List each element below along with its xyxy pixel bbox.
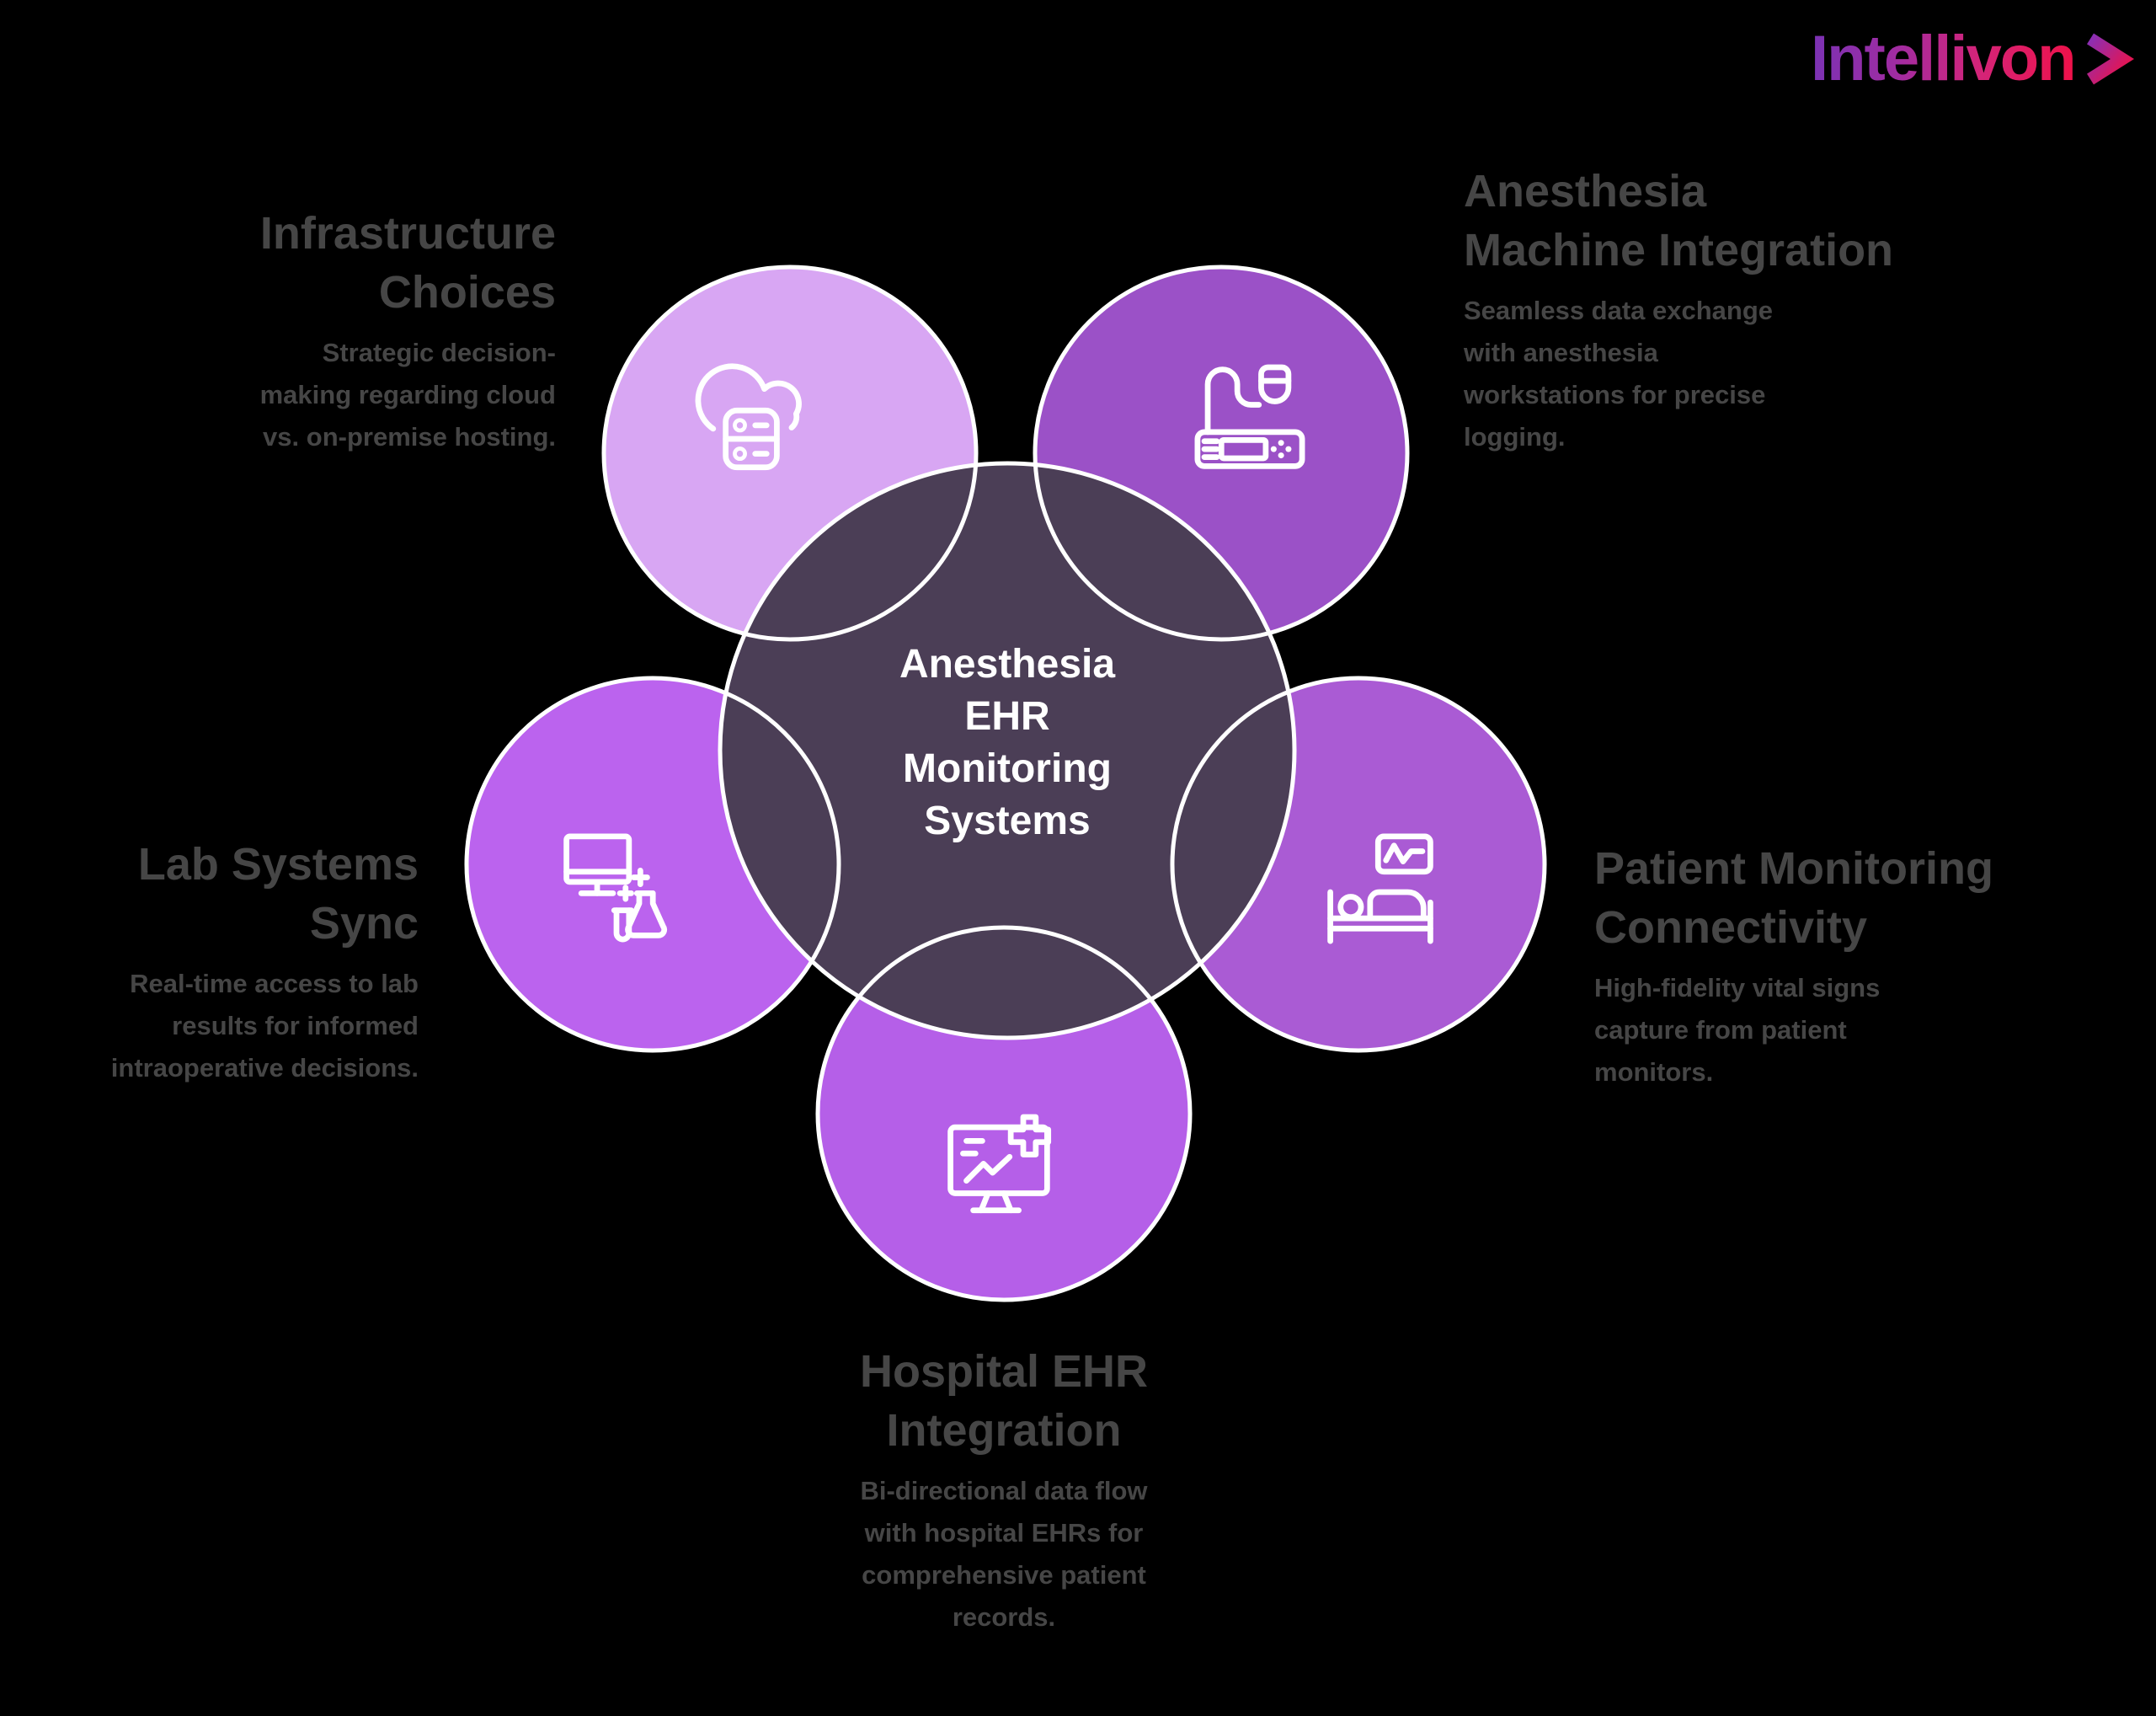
body-line: logging. [1464,422,1566,452]
body-line: Seamless data exchange [1464,296,1774,325]
node-title: Patient Monitoring Connectivity [1594,839,2116,957]
node-text-lab-systems-sync: Lab Systems Sync Real-time access to lab… [0,835,419,1089]
title-line: Anesthesia [1464,166,1707,217]
node-title: Lab Systems Sync [0,835,419,953]
title-line: Machine Integration [1464,225,1894,275]
body-line: with anesthesia [1464,338,1658,367]
body-line: Strategic decision- [322,338,556,367]
node-description: Strategic decision- making regarding clo… [0,332,556,458]
body-line: Bi-directional data flow [860,1476,1148,1505]
patient-bed-monitor-icon [1327,833,1433,944]
body-line: with hospital EHRs for [864,1518,1144,1548]
body-line: intraoperative decisions. [110,1053,419,1083]
title-line: Patient Monitoring [1594,843,1993,894]
title-line: Sync [309,898,419,949]
body-line: comprehensive patient [862,1560,1146,1590]
body-line: monitors. [1594,1057,1714,1087]
lab-monitor-icon [563,833,668,943]
node-text-infrastructure-choices: Infrastructure Choices Strategic decisio… [0,204,556,458]
circle-ring [464,676,841,1053]
title-line: Choices [378,267,556,318]
ehr-monitor-icon [947,1114,1052,1214]
node-text-patient-monitoring-connectivity: Patient Monitoring Connectivity High-fid… [1594,839,2116,1093]
title-line: Lab Systems [137,839,419,890]
node-title: Hospital EHR Integration [745,1342,1262,1460]
chevron-right-icon [2086,33,2134,85]
title-line: Hospital EHR [859,1346,1149,1397]
center-title: Anesthesia EHR Monitoring Systems [797,639,1218,847]
body-line: vs. on-premise hosting. [263,422,556,452]
circle-ring [601,265,979,642]
body-line: results for informed [172,1011,419,1040]
title-line: Connectivity [1594,902,1868,953]
node-title: Infrastructure Choices [0,204,556,322]
body-line: capture from patient [1594,1015,1847,1045]
node-description: High-fidelity vital signs capture from p… [1594,967,2116,1093]
brand-logo-text: Intellivon [1811,23,2077,94]
node-description: Bi-directional data flow with hospital E… [745,1470,1262,1638]
node-text-hospital-ehr-integration: Hospital EHR Integration Bi-directional … [745,1342,1262,1638]
circle-ring [1033,265,1410,642]
body-line: workstations for precise [1464,380,1766,409]
center-title-line: EHR [964,694,1050,739]
center-title-line: Systems [924,799,1091,843]
center-circle [718,461,1297,1040]
center-title-line: Monitoring [903,746,1112,791]
title-line: Infrastructure [259,208,556,259]
node-description: Seamless data exchange with anesthesia w… [1464,290,2020,458]
circle-ring [815,925,1193,1302]
body-line: making regarding cloud [259,380,556,409]
center-title-line: Anesthesia [899,642,1116,687]
body-line: Real-time access to lab [130,969,419,998]
node-description: Real-time access to lab results for info… [0,963,419,1089]
title-line: Integration [886,1405,1122,1456]
node-text-anesthesia-machine-integration: Anesthesia Machine Integration Seamless … [1464,162,2020,458]
brand-logo: Intellivon [1811,25,2134,93]
cloud-server-icon [695,363,802,471]
body-line: records. [952,1602,1056,1632]
anesthesia-machine-icon [1194,364,1305,469]
node-title: Anesthesia Machine Integration [1464,162,2020,280]
circle-ring [1170,676,1547,1053]
body-line: High-fidelity vital signs [1594,973,1881,1002]
